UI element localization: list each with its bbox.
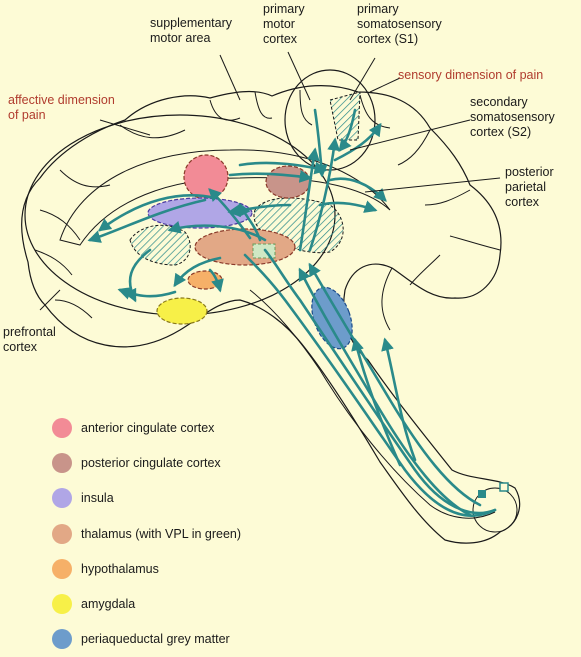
spinal-entry-square-light bbox=[499, 482, 509, 492]
legend-label: periaqueductal grey matter bbox=[81, 632, 230, 647]
label-affective-dimension: affective dimension of pain bbox=[8, 93, 115, 122]
brainstem-inner bbox=[249, 289, 496, 519]
leader-lines bbox=[39, 51, 501, 311]
legend-item: thalamus (with VPL in green) bbox=[52, 516, 241, 551]
legend-item: periaqueductal grey matter bbox=[52, 622, 241, 657]
legend-label: posterior cingulate cortex bbox=[81, 455, 221, 470]
legend-label: thalamus (with VPL in green) bbox=[81, 526, 242, 541]
legend-item: insula bbox=[52, 481, 241, 516]
legend-swatch bbox=[52, 629, 72, 650]
legend-item: posterior cingulate cortex bbox=[52, 445, 241, 480]
brain-illustration bbox=[20, 51, 521, 544]
legend-swatch bbox=[52, 594, 72, 615]
s1-hatched-area bbox=[329, 91, 361, 141]
legend-label: amygdala bbox=[81, 597, 136, 612]
anterior-cingulate-region bbox=[183, 154, 229, 200]
spinal-terminal-circle bbox=[472, 487, 518, 533]
spinal-entry-square-dark bbox=[478, 490, 486, 498]
legend-label: hypothalamus bbox=[81, 561, 159, 576]
legend-swatch bbox=[52, 558, 72, 579]
sensory-circle bbox=[284, 69, 376, 171]
legend-swatch bbox=[52, 417, 72, 438]
label-secondary-somatosensory-cortex: secondary somatosensory cortex (S2) bbox=[470, 95, 555, 139]
vpl-region bbox=[252, 243, 276, 259]
pain-pathways bbox=[87, 108, 497, 517]
legend-swatch bbox=[52, 488, 72, 509]
amygdala-region bbox=[156, 297, 208, 325]
legend-label: anterior cingulate cortex bbox=[81, 420, 215, 435]
corpus-callosum bbox=[59, 149, 391, 246]
label-posterior-parietal-cortex: posterior parietal cortex bbox=[505, 165, 554, 209]
posterior-cingulate-region bbox=[265, 165, 311, 199]
label-primary-motor-cortex: primary motor cortex bbox=[263, 2, 305, 46]
legend-swatch bbox=[52, 523, 72, 544]
label-supplementary-motor-area: supplementary motor area bbox=[150, 16, 232, 45]
pain-pathway-diagram: supplementary motor area primary motor c… bbox=[3, 2, 555, 650]
legend-item: hypothalamus bbox=[52, 551, 241, 586]
legend-swatch bbox=[52, 452, 72, 473]
label-sensory-dimension: sensory dimension of pain bbox=[398, 68, 544, 82]
label-prefrontal-cortex: prefrontal cortex bbox=[3, 325, 56, 354]
legend-label: insula bbox=[81, 491, 114, 506]
legend-item: amygdala bbox=[52, 586, 241, 621]
legend: anterior cingulate cortex posterior cing… bbox=[52, 410, 241, 657]
label-primary-somatosensory-cortex: primary somatosensory cortex (S1) bbox=[357, 2, 442, 46]
legend-item: anterior cingulate cortex bbox=[52, 410, 241, 445]
